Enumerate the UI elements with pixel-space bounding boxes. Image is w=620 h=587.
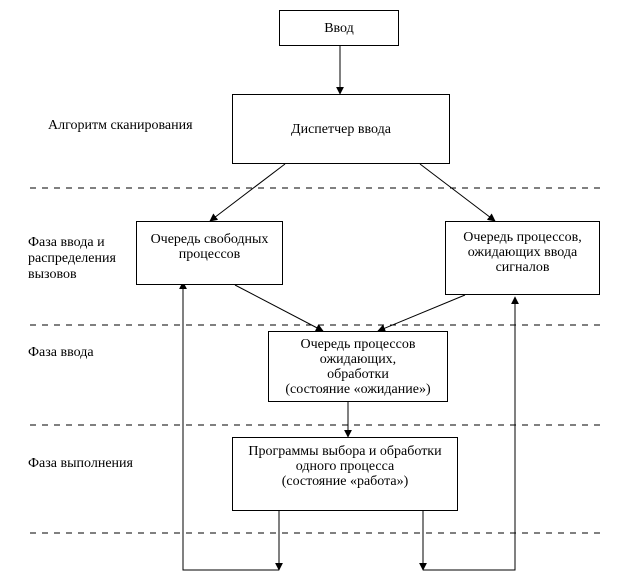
phase-label-input: Фаза ввода <box>28 345 94 360</box>
node-process-programs: Программы выбора и обработки одного проц… <box>232 437 458 511</box>
node-signal-wait-queue: Очередь процессов, ожидающих ввода сигна… <box>445 221 600 295</box>
arrow-dispatcher-to-free-queue <box>209 163 286 222</box>
node-free-process-queue: Очередь свободных процессов <box>136 221 283 285</box>
loop-left-return <box>179 281 279 571</box>
node-input-dispatcher: Диспетчер ввода <box>232 94 450 164</box>
arrow-signal-to-waiting-queue <box>377 294 466 332</box>
arrow-free-to-waiting-queue <box>234 284 324 332</box>
node-input: Ввод <box>279 10 399 46</box>
loop-right-return <box>423 296 519 571</box>
phase-label-scanning: Алгоритм сканирования <box>48 118 193 133</box>
phase-label-distribution: Фаза ввода и распределения вызовов <box>28 235 116 282</box>
node-waiting-queue: Очередь процессов ожидающих, обработки (… <box>268 331 448 402</box>
phase-label-execution: Фаза выполнения <box>28 456 133 471</box>
arrow-dispatcher-to-signal-queue <box>419 163 496 222</box>
